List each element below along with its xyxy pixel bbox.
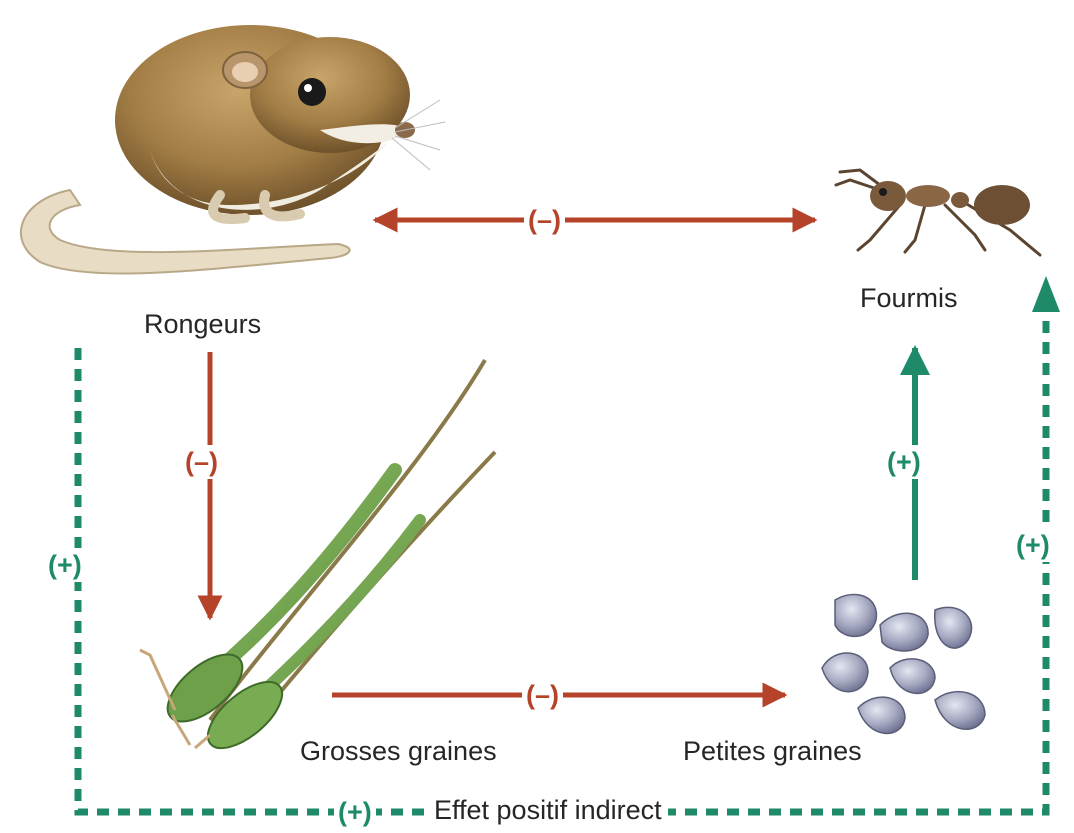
label-small-seeds: Petites graines [683, 736, 862, 767]
sign-bottom-dashed: (+) [334, 795, 376, 829]
dashed-path-arrowhead [1032, 276, 1060, 312]
small-seeds-illustration [822, 594, 985, 733]
sign-small-seeds-ants: (+) [883, 445, 925, 479]
ant-illustration [836, 170, 1040, 255]
kangaroo-rat-illustration [21, 25, 445, 273]
sign-large-small-seeds: (–) [522, 678, 563, 712]
label-indirect-effect: Effet positif indirect [428, 795, 668, 826]
label-large-seeds: Grosses graines [300, 736, 497, 767]
label-rodents: Rongeurs [144, 309, 261, 340]
sign-right-dashed: (+) [1012, 528, 1054, 562]
sign-rodents-ants: (–) [524, 203, 565, 237]
large-seeds-illustration [140, 360, 495, 760]
sign-rodents-large-seeds: (–) [181, 445, 222, 479]
label-ants: Fourmis [860, 283, 958, 314]
sign-left-dashed: (+) [44, 548, 86, 582]
